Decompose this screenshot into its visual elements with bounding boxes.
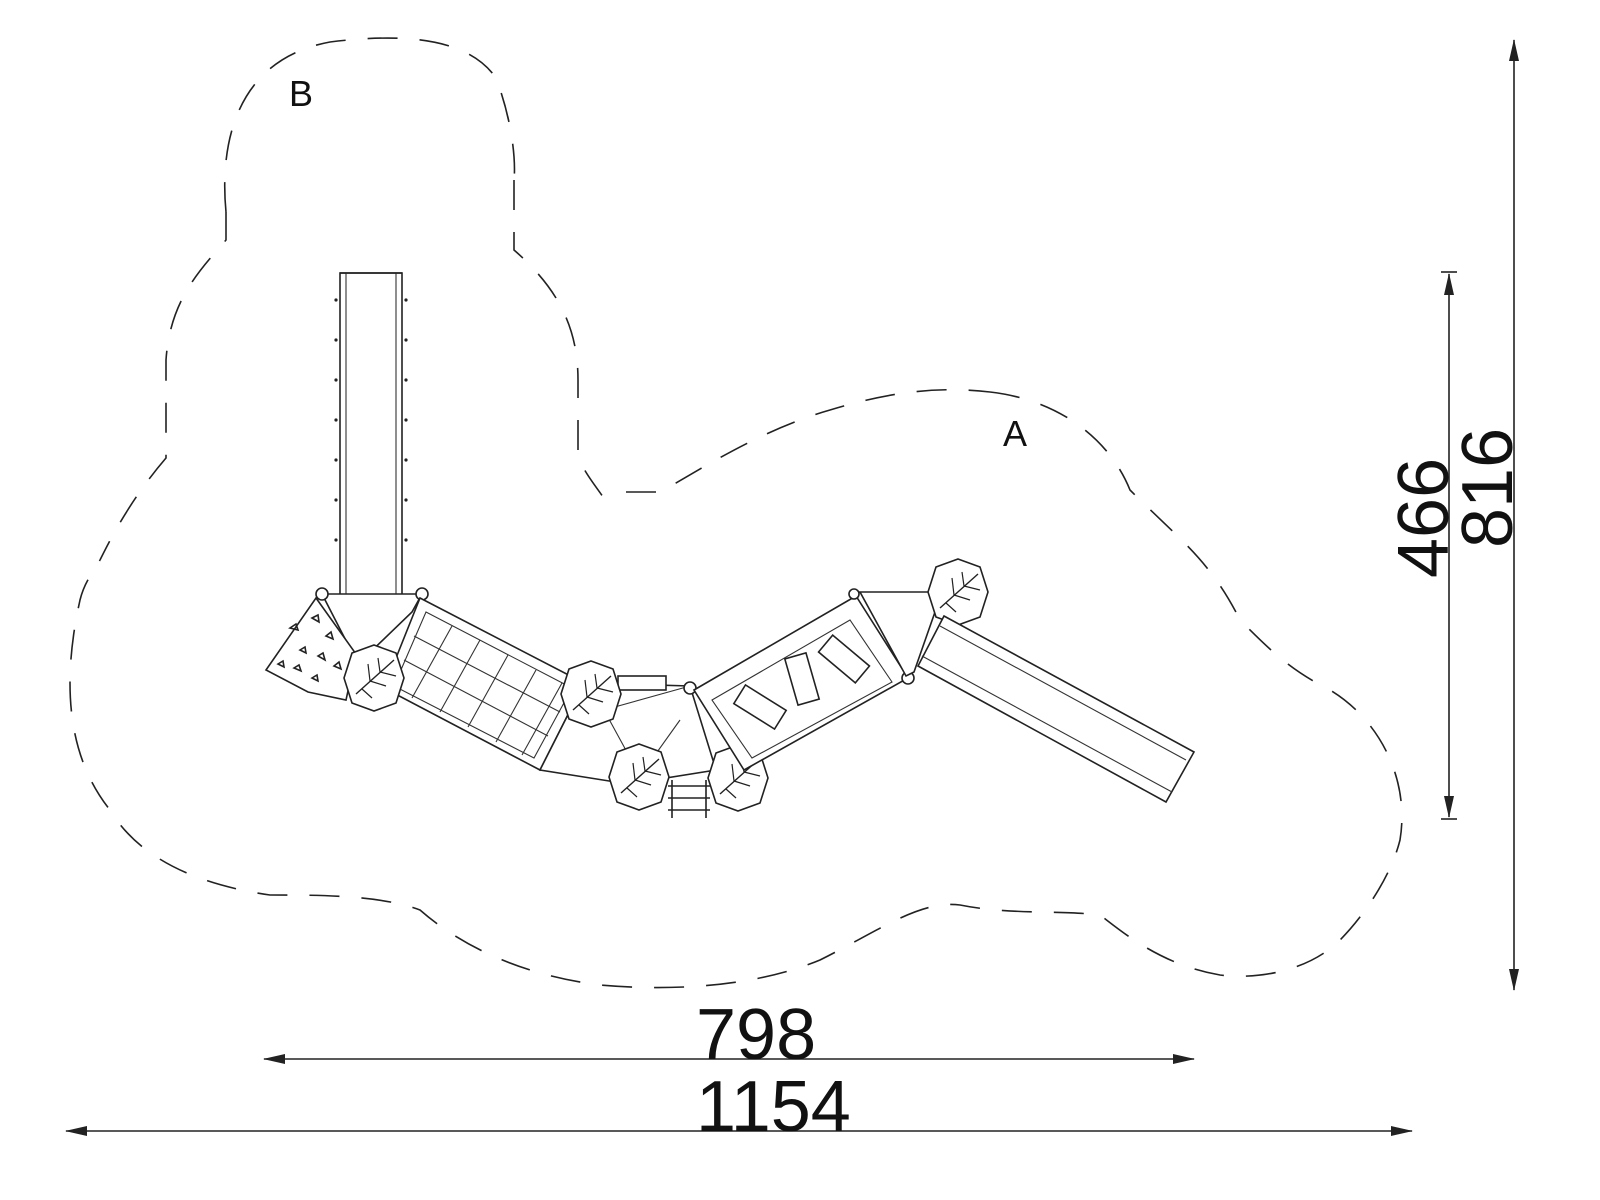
climbing-wall — [264, 596, 357, 701]
right-tower-platform — [858, 591, 944, 678]
dimension-structure-width: 798 — [263, 995, 1195, 1075]
slide-edge-dots — [334, 298, 408, 542]
dimension-label-816: 816 — [1448, 428, 1528, 548]
zone-label-a: A — [1003, 413, 1027, 454]
grid-net-icon — [403, 625, 563, 756]
slide-straight — [334, 272, 408, 596]
slide-angled — [916, 614, 1196, 804]
plank-bridge-icon — [732, 634, 871, 731]
ladder-icon — [668, 780, 710, 818]
zone-label-b: B — [289, 73, 313, 114]
dimension-label-466: 466 — [1384, 458, 1464, 578]
climbing-holds-icon — [276, 613, 343, 683]
dimension-total-height: 816 — [1448, 39, 1528, 991]
safety-zone-b-outline — [99, 37, 991, 561]
dimension-total-width: 1154 — [65, 1067, 1413, 1147]
plank-bridge — [692, 588, 915, 772]
dimension-label-1154: 1154 — [696, 1067, 851, 1147]
leaf-roof-3 — [608, 743, 670, 811]
leaf-roof-1 — [343, 644, 405, 712]
dimension-structure-height: 466 — [1384, 271, 1464, 820]
dimension-label-798: 798 — [696, 995, 816, 1075]
leaf-roof-5 — [927, 558, 989, 626]
leaf-roof-2 — [560, 660, 622, 728]
